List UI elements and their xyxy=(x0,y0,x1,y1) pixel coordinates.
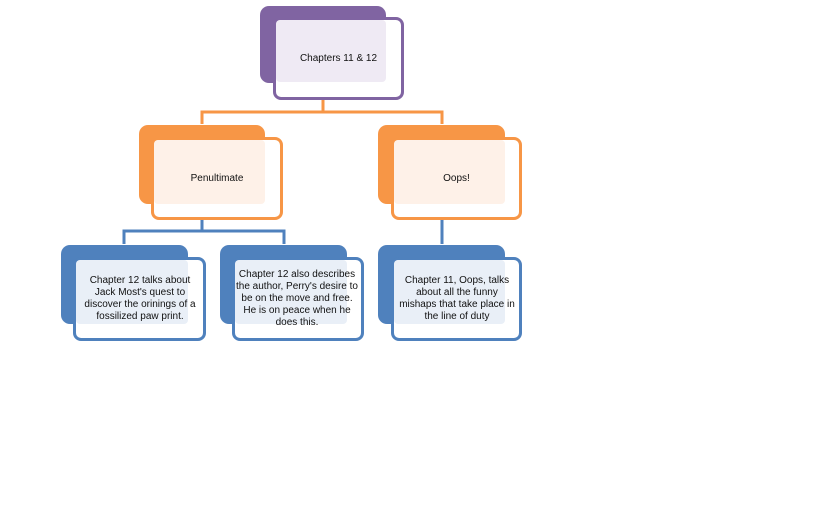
leaf-node-perry-label: Chapter 12 also describes the author, Pe… xyxy=(236,268,358,328)
oops-node-label: Oops! xyxy=(443,172,470,184)
penultimate-node-tint xyxy=(154,140,265,204)
root-connector xyxy=(200,100,444,124)
leaf-node-oops-mishaps-tint xyxy=(394,260,505,324)
leaf-node-jack-most-tint xyxy=(76,260,188,324)
leaf-node-perry-tint xyxy=(235,260,347,324)
leaf-node-oops-mishaps-label: Chapter 11, Oops, talks about all the fu… xyxy=(399,274,515,322)
root-node-label: Chapters 11 & 12 xyxy=(299,52,378,64)
oops-node-tint xyxy=(394,140,505,204)
penultimate-connector xyxy=(122,220,286,244)
leaf-node-jack-most-label: Chapter 12 talks about Jack Most's quest… xyxy=(84,274,196,322)
root-node-tint xyxy=(276,20,386,82)
penultimate-node-label: Penultimate xyxy=(190,172,244,184)
